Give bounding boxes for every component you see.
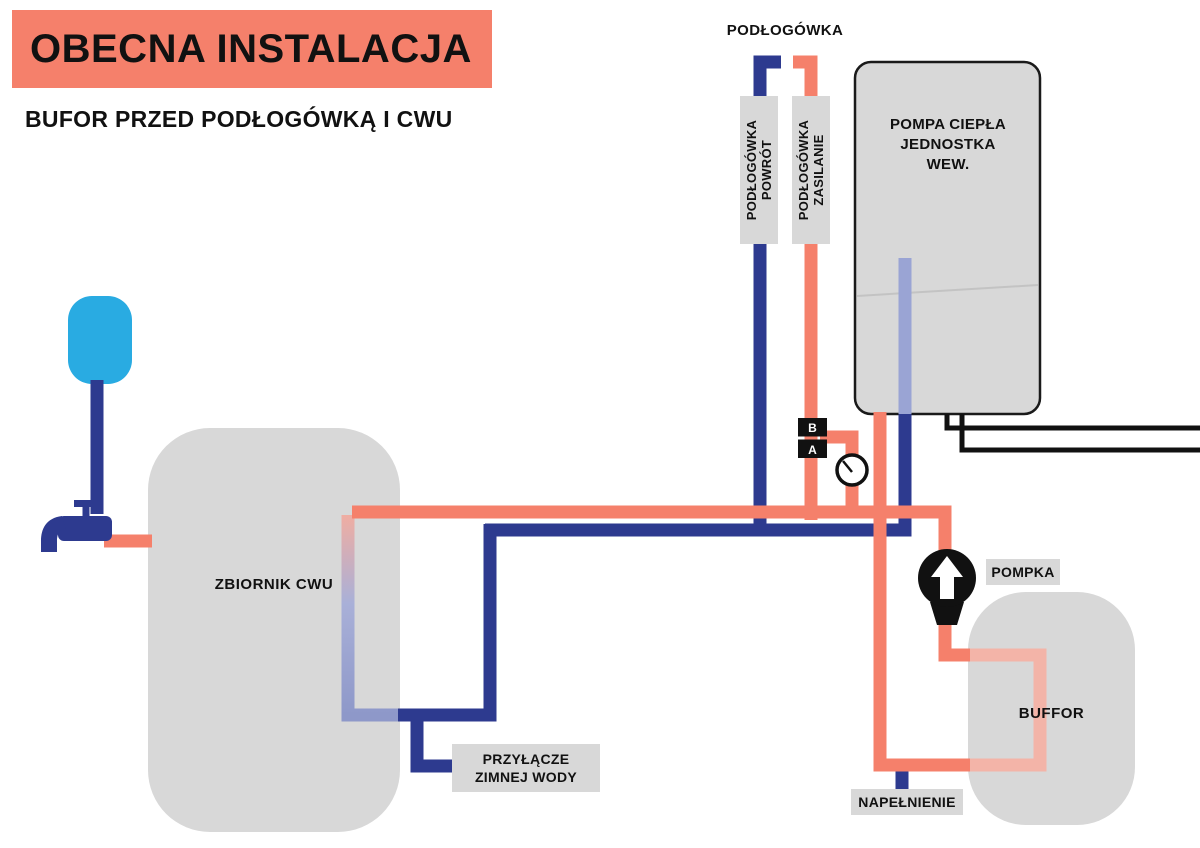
valve-letter-b: B bbox=[808, 421, 817, 435]
buffer-label: BUFFOR bbox=[1018, 705, 1085, 722]
cable-upper bbox=[944, 414, 1200, 431]
fill-label: NAPEŁNIENIE bbox=[851, 789, 963, 815]
valve-ba: B A bbox=[798, 418, 827, 458]
pump-label: POMPKA bbox=[986, 559, 1060, 585]
pipe-cold-water bbox=[410, 710, 456, 773]
page-title: OBECNA INSTALACJA bbox=[30, 26, 472, 71]
pipe-return-main bbox=[485, 414, 912, 537]
heat-pump-label: POMPA CIEPŁA JEDNOSTKA WEW. bbox=[862, 115, 1034, 175]
label-floor-supply-line1: PODŁOGÓWKA bbox=[796, 119, 811, 221]
dhw-tank bbox=[148, 428, 400, 832]
pipe-floor-return bbox=[753, 55, 781, 532]
page-subtitle: BUFOR PRZED PODŁOGÓWKĄ I CWU bbox=[25, 106, 453, 132]
cold-water-label: PRZYŁĄCZE ZIMNEJ WODY bbox=[452, 744, 600, 792]
pressure-gauge-icon bbox=[835, 453, 869, 487]
valve-letter-a: A bbox=[808, 443, 817, 457]
expansion-vessel bbox=[68, 296, 132, 384]
heat-pump-label-line1: POMPA CIEPŁA bbox=[889, 116, 1007, 133]
title-banner: OBECNA INSTALACJA bbox=[12, 10, 492, 88]
heat-pump-label-line2: JEDNOSTKA bbox=[900, 136, 996, 153]
label-floor-supply: PODŁOGÓWKA ZASILANIE bbox=[792, 96, 830, 244]
label-floor-return-line1: PODŁOGÓWKA bbox=[744, 119, 759, 221]
cold-water-label-line1: PRZYŁĄCZE bbox=[482, 751, 570, 767]
label-floor-return-line2: POWRÓT bbox=[759, 139, 774, 201]
pipe-tank-return bbox=[398, 524, 497, 722]
cable-lower bbox=[959, 414, 1200, 453]
pump-icon bbox=[918, 549, 976, 625]
floor-heating-heading: PODŁOGÓWKA bbox=[726, 22, 844, 39]
pipe-valve-branch bbox=[820, 430, 859, 516]
heat-pump-label-line3: WEW. bbox=[926, 156, 970, 173]
tap-icon bbox=[41, 500, 112, 552]
pipe-heatpump-supply bbox=[873, 412, 970, 772]
label-floor-return: PODŁOGÓWKA POWRÓT bbox=[740, 96, 778, 244]
cold-water-label-line2: ZIMNEJ WODY bbox=[474, 769, 578, 785]
pipe-buffer-internal bbox=[964, 648, 1047, 772]
pipe-tank-coil bbox=[341, 515, 399, 722]
heat-pump-seam bbox=[856, 284, 1039, 297]
label-floor-supply-line2: ZASILANIE bbox=[811, 134, 826, 206]
pipe-floor-supply bbox=[793, 55, 818, 520]
dhw-tank-label: ZBIORNIK CWU bbox=[214, 576, 334, 593]
